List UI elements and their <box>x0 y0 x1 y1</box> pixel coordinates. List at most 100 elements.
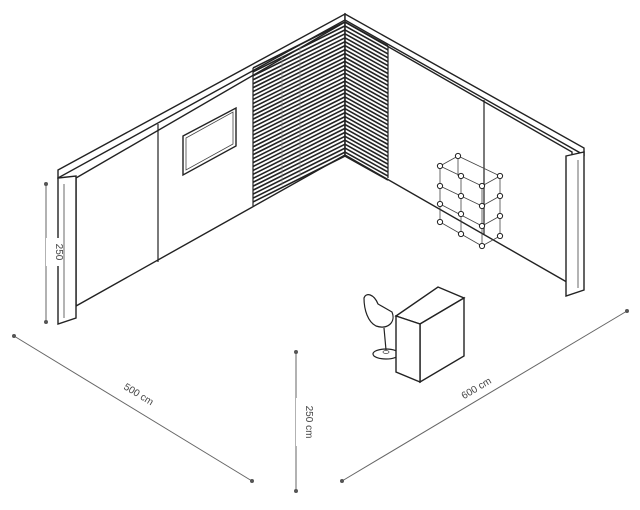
slat <box>344 56 389 83</box>
slat <box>252 115 346 164</box>
slat <box>344 119 389 146</box>
slat <box>252 37 346 85</box>
slat <box>252 127 346 176</box>
slat <box>344 143 389 169</box>
shelf-connector <box>436 182 444 190</box>
slat <box>252 80 346 128</box>
dimension-height-center-label: 250 cm <box>303 406 314 439</box>
dimension-width-right: 600 cm <box>340 309 629 483</box>
dimension-width-left: 500 cm <box>12 334 254 483</box>
reception-counter <box>394 286 466 384</box>
slat <box>252 96 346 144</box>
slat <box>344 48 389 75</box>
slat <box>344 41 389 67</box>
slat <box>344 108 389 134</box>
shelf-connector <box>478 242 486 250</box>
slat <box>252 92 346 140</box>
slat <box>252 40 346 89</box>
slat <box>252 123 346 172</box>
slat <box>344 25 389 51</box>
slat <box>344 131 389 158</box>
shelf-connector <box>478 202 486 210</box>
slat <box>344 29 389 55</box>
slat <box>344 104 389 130</box>
slat <box>344 44 389 71</box>
slat <box>252 88 346 136</box>
shelf-connector <box>457 230 465 238</box>
slat <box>344 37 389 63</box>
slat <box>344 147 389 173</box>
slat <box>252 119 346 168</box>
slat <box>252 48 346 97</box>
slat <box>344 68 389 94</box>
slat <box>252 68 346 117</box>
slat <box>344 72 389 98</box>
slat <box>344 76 389 102</box>
slat <box>252 107 346 156</box>
slat <box>344 127 389 154</box>
slat <box>344 123 389 150</box>
shelf-connector <box>496 192 504 200</box>
slat <box>344 111 389 138</box>
slat <box>252 151 346 199</box>
dimension-left-height-label: 250 <box>53 244 64 261</box>
shelf-connector <box>457 172 465 180</box>
slat <box>252 100 346 148</box>
slat <box>252 155 346 203</box>
shelf-connector <box>478 222 486 230</box>
dimension-height-center: 250 cm <box>294 350 314 493</box>
slat <box>344 33 389 59</box>
shelf-connector <box>436 200 444 208</box>
swivel-chair <box>363 294 400 360</box>
slat <box>252 84 346 132</box>
shelf-connector <box>457 210 465 218</box>
right-end-panel <box>565 151 585 297</box>
slat <box>252 21 346 69</box>
slat <box>344 115 389 142</box>
slat <box>344 135 389 161</box>
slat <box>252 131 346 180</box>
shelf-connector <box>454 152 462 160</box>
shelf-connector <box>478 182 486 190</box>
shelf-connector <box>457 192 465 200</box>
wall-tv-screen <box>182 106 237 177</box>
slat <box>344 21 389 47</box>
slat <box>252 64 346 113</box>
shelf-connector <box>436 162 444 170</box>
dimension-left-height: 250 <box>44 182 64 324</box>
slat <box>252 60 346 109</box>
slat <box>252 25 346 73</box>
slat <box>344 100 389 126</box>
slat <box>252 104 346 152</box>
slat <box>344 92 389 118</box>
slat <box>344 84 389 110</box>
slat <box>252 139 346 187</box>
slat <box>252 33 346 81</box>
slat <box>344 96 389 122</box>
slat <box>252 111 346 160</box>
slat <box>344 64 389 91</box>
slat <box>252 76 346 124</box>
slat <box>344 80 389 106</box>
slat <box>344 155 389 181</box>
shelf-connector <box>496 172 504 180</box>
slat <box>344 88 389 114</box>
slat <box>252 29 346 77</box>
slat <box>252 44 346 93</box>
slat <box>344 60 389 87</box>
slatted-wall-right <box>344 21 389 181</box>
slat <box>252 72 346 120</box>
shelf-connector <box>496 232 504 240</box>
left-end-panel <box>57 175 77 325</box>
slat <box>252 147 346 195</box>
slat <box>252 56 346 105</box>
slatted-wall-left <box>252 21 346 203</box>
shelf-connector <box>496 212 504 220</box>
cube-shelf-unit <box>436 152 504 250</box>
slat <box>252 143 346 191</box>
slat <box>344 151 389 177</box>
shelf-connector <box>436 218 444 226</box>
slat <box>252 135 346 184</box>
slat <box>344 139 389 165</box>
